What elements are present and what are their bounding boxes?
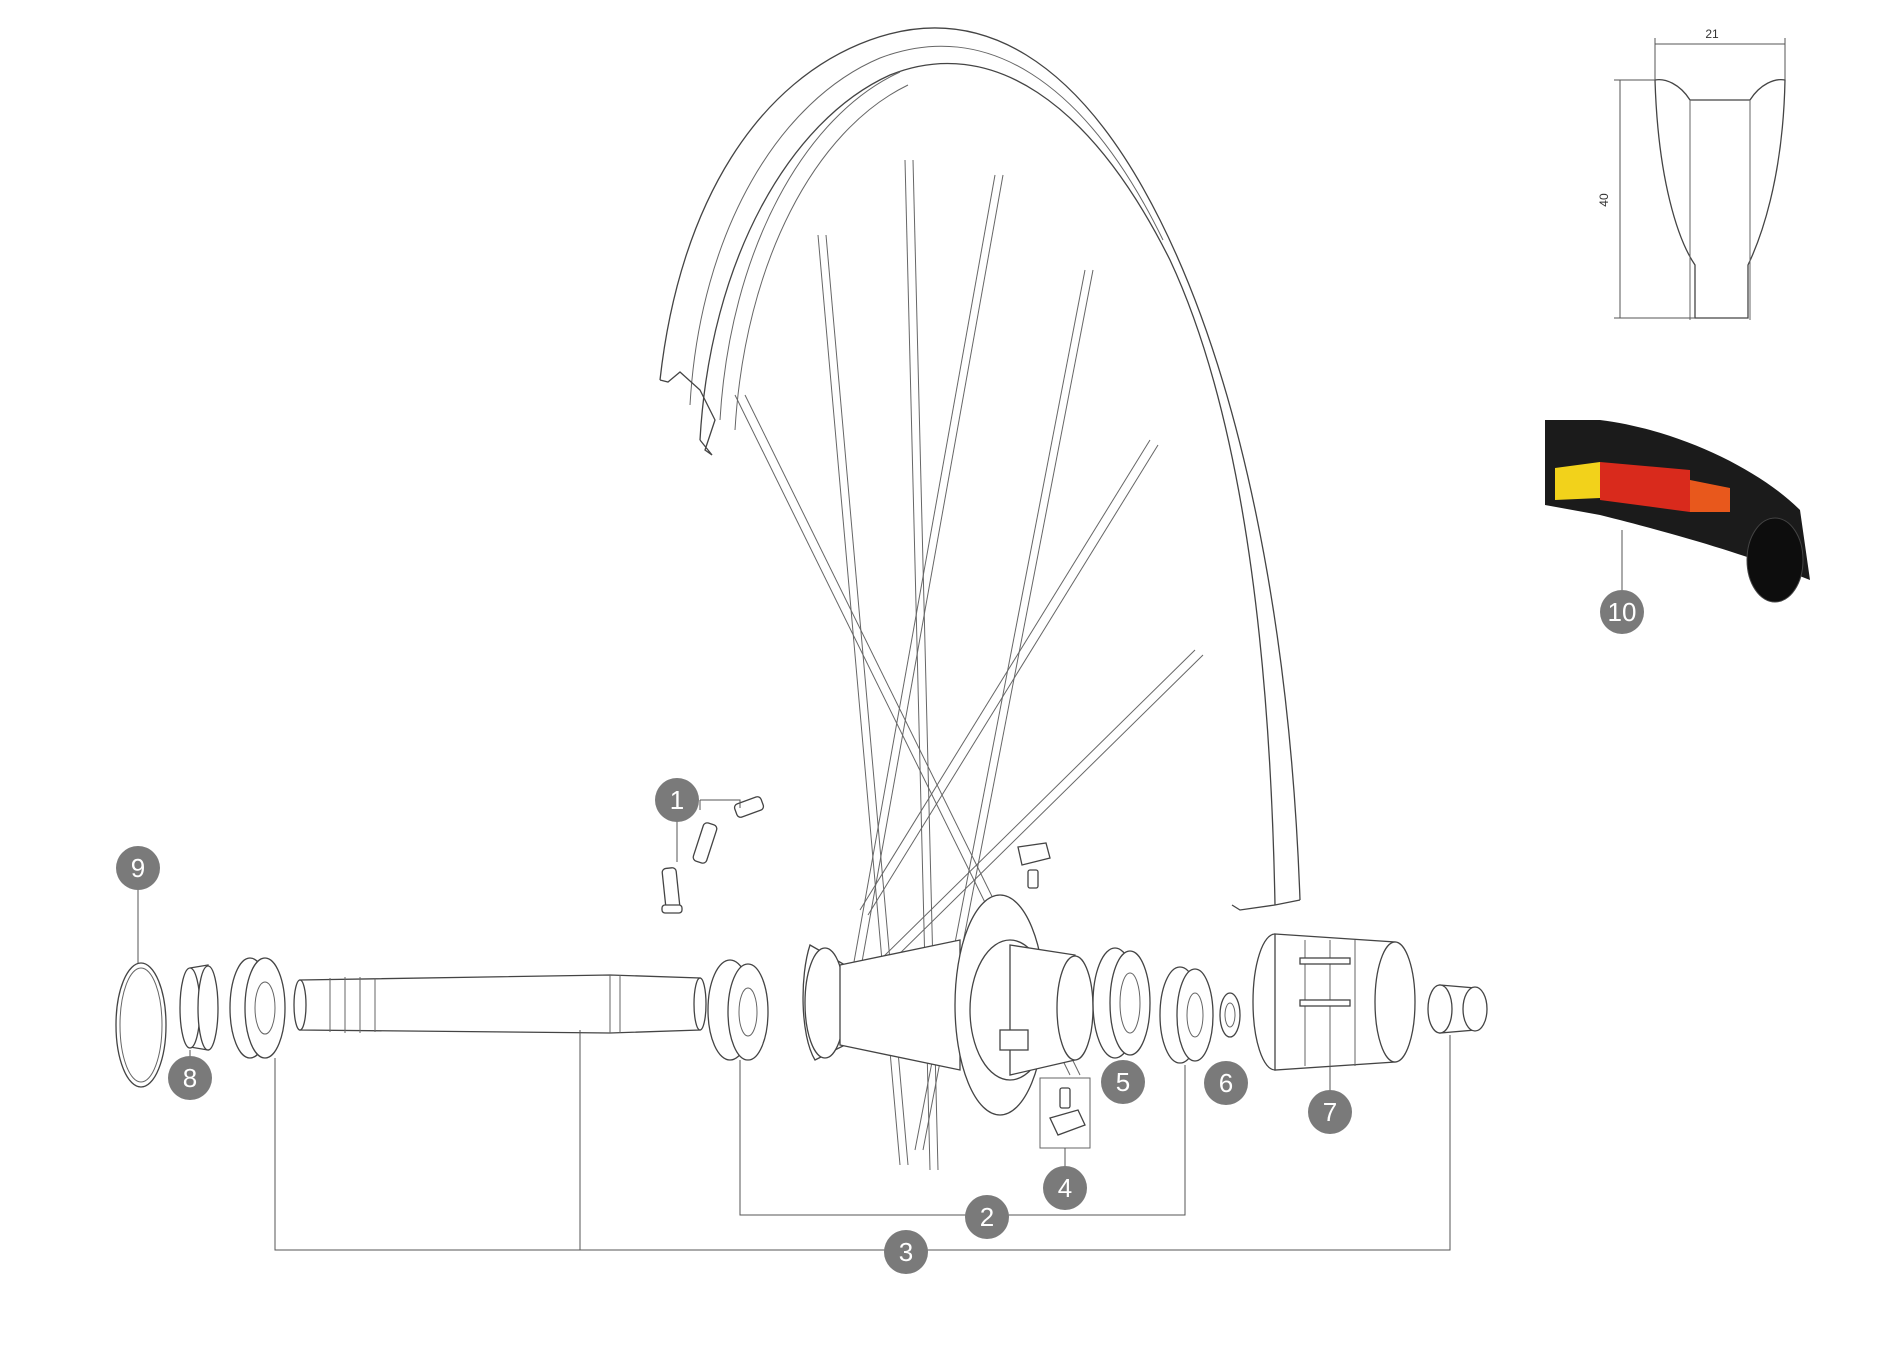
callout-2: 2 <box>965 1195 1009 1239</box>
callout-10: 10 <box>1600 590 1644 634</box>
callout-1-label: 1 <box>670 785 684 815</box>
adapter-part <box>179 964 219 1058</box>
tire-illustration <box>1545 420 1810 603</box>
callout-9-label: 9 <box>131 853 145 883</box>
rim-height-label: 40 <box>1597 193 1611 207</box>
hub-body <box>802 894 1094 1116</box>
item-4-part <box>1017 842 1091 1168</box>
callout-9: 9 <box>116 846 160 890</box>
callout-2-label: 2 <box>980 1202 994 1232</box>
callout-7-label: 7 <box>1323 1097 1337 1127</box>
ring-part <box>115 890 167 1088</box>
callout-8: 8 <box>168 1056 212 1100</box>
callout-4: 4 <box>1043 1166 1087 1210</box>
item-5-part <box>1092 947 1151 1059</box>
callout-10-label: 10 <box>1608 597 1637 627</box>
callout-3: 3 <box>884 1230 928 1274</box>
callout-8-label: 8 <box>183 1063 197 1093</box>
freehub-body <box>1252 933 1416 1092</box>
callout-5-label: 5 <box>1116 1067 1130 1097</box>
callout-7: 7 <box>1308 1090 1352 1134</box>
rim-width-label: 21 <box>1705 27 1719 41</box>
axle <box>293 974 707 1034</box>
left-bearing <box>707 959 769 1061</box>
callout-6-label: 6 <box>1219 1068 1233 1098</box>
callout-1: 1 <box>655 778 699 822</box>
spoke-nipples <box>661 796 765 914</box>
leader-lines <box>274 1030 1451 1251</box>
callout-6: 6 <box>1204 1061 1248 1105</box>
right-end-cap <box>1427 984 1488 1034</box>
rim-profile: 21 40 <box>1597 27 1786 320</box>
callout-5: 5 <box>1101 1060 1145 1104</box>
callout-4-label: 4 <box>1058 1173 1072 1203</box>
item-6-part <box>1159 966 1241 1064</box>
end-cap <box>229 957 286 1059</box>
spokes <box>734 159 1204 1171</box>
rim <box>659 27 1301 911</box>
callout-3-label: 3 <box>899 1237 913 1267</box>
